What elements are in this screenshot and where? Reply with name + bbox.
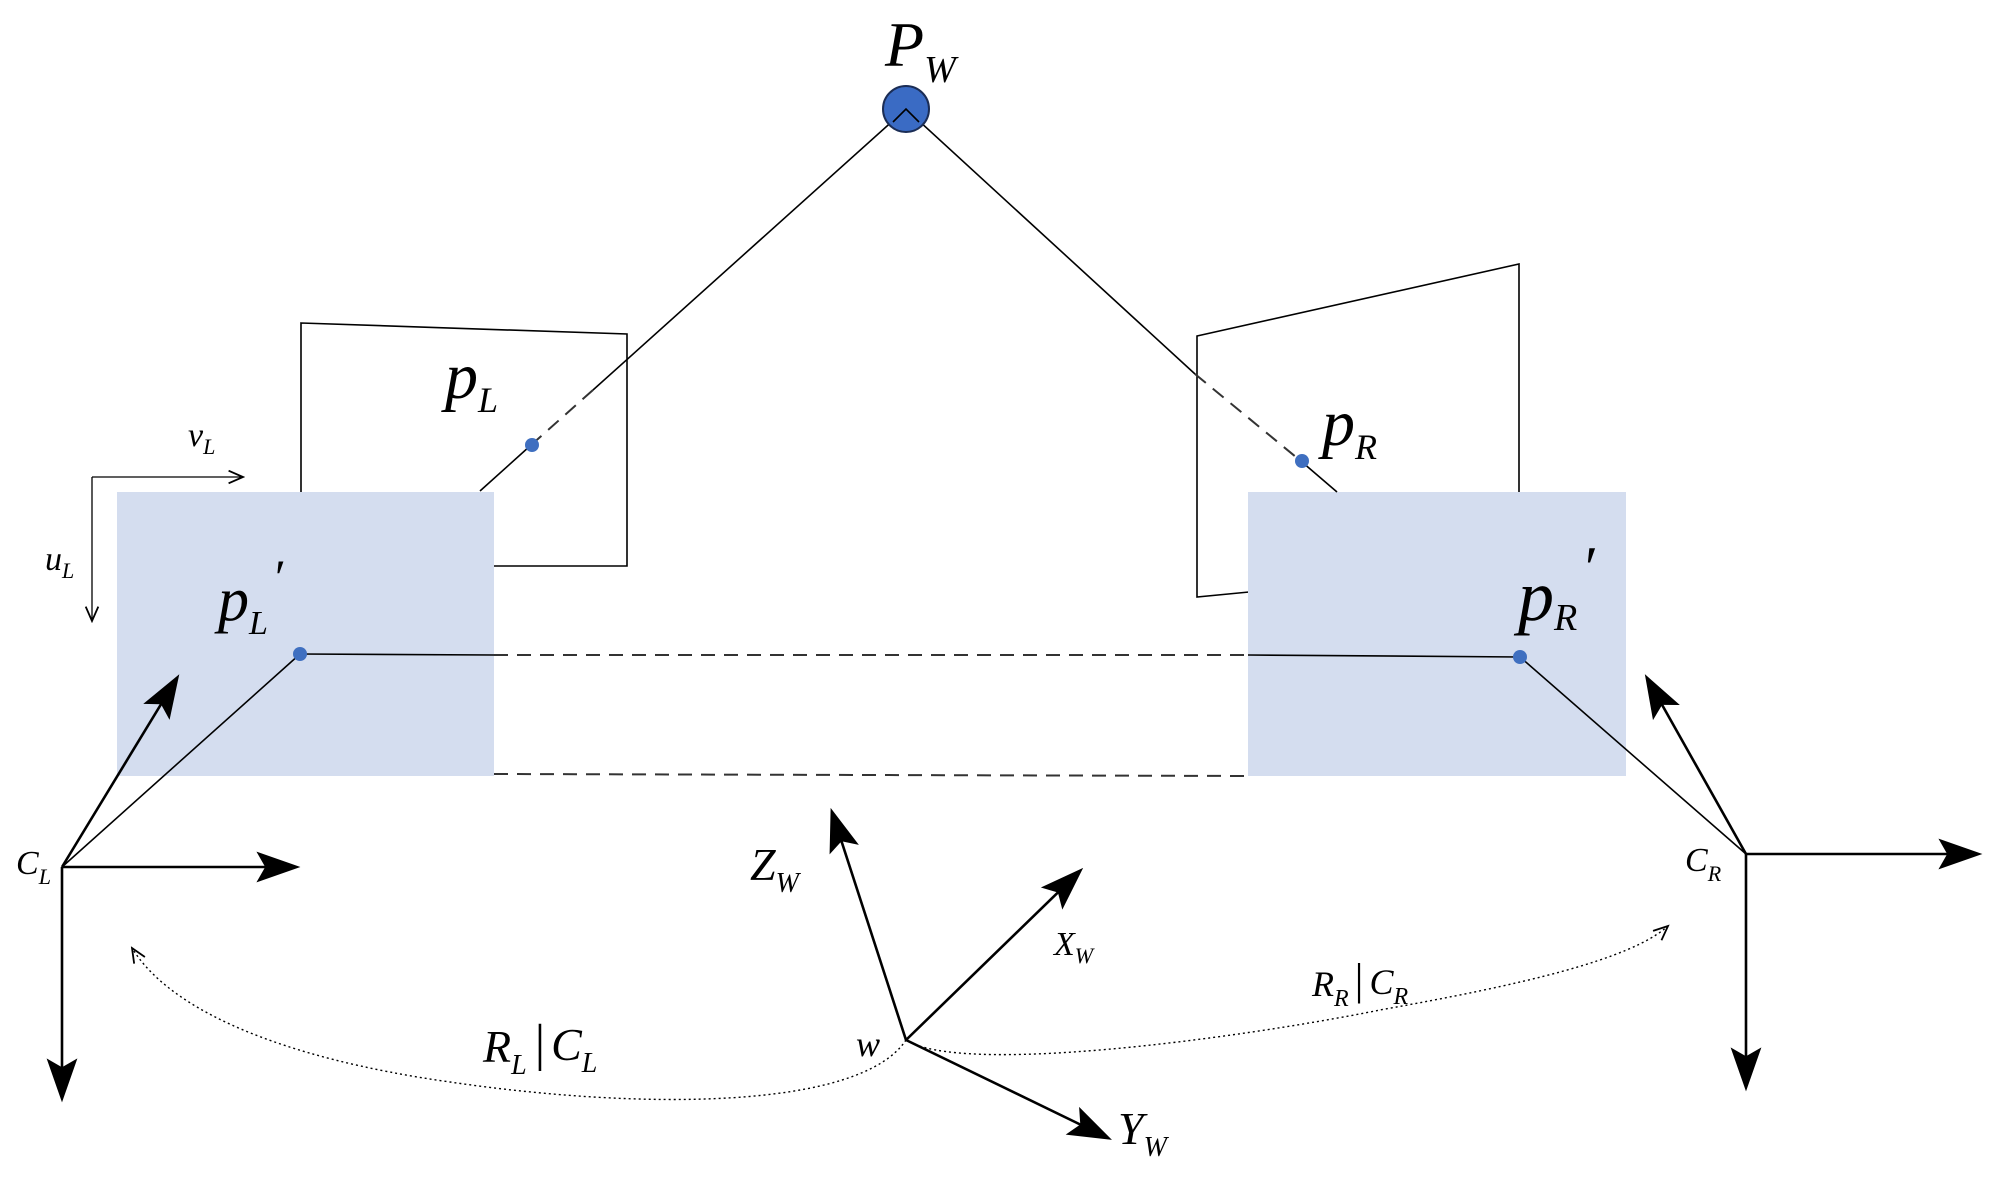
right-image-point: [1295, 454, 1309, 468]
world-y-axis: [905, 1038, 1112, 1140]
left-image-plane: [300, 322, 628, 567]
epipolar-line-left: [299, 653, 495, 656]
epipolar-line-right: [1247, 654, 1521, 658]
right-transform-label: RR|CR: [1311, 955, 1409, 1012]
right-ray-solid: [905, 108, 1196, 375]
left-transform-label: RL|CL: [482, 1015, 597, 1081]
world-x-axis-label: XW: [1052, 926, 1095, 968]
left-camera-label: CL: [16, 845, 51, 889]
right-rect-point: [1513, 650, 1527, 664]
left-ray-solid: [592, 108, 907, 391]
bottom-edge-dashed: [493, 773, 1249, 777]
world-point-apex: [892, 107, 920, 123]
world-z-axis-label: ZW: [750, 839, 802, 899]
right-rect-point-label: pR′: [1513, 535, 1595, 639]
left-rectified-plane: [117, 492, 494, 776]
right-ray-lower: [1301, 461, 1338, 493]
left-rect-point-label: pL′: [214, 549, 284, 642]
world-z-axis: [829, 807, 908, 1041]
left-ray-lower: [479, 445, 531, 492]
right-rectified-plane: [1248, 492, 1626, 776]
right-transform-curve: [905, 926, 1668, 1056]
world-x-axis: [905, 867, 1084, 1041]
left-image-point: [525, 438, 539, 452]
left-ray-dashed: [529, 389, 594, 447]
world-origin-label: w: [856, 1024, 880, 1064]
left-cam-z-axis: [60, 674, 180, 868]
right-point-label: pR: [1318, 387, 1377, 467]
world-point-label: PW: [884, 9, 959, 91]
left-point-label: pL: [441, 340, 498, 420]
right-ray-dashed: [1194, 373, 1303, 463]
right-cam-z-axis: [1644, 674, 1748, 855]
right-camera-label: CR: [1685, 842, 1722, 886]
left-transform-curve: [132, 948, 907, 1101]
v-axis-label: vL: [188, 417, 215, 459]
u-axis-label: uL: [45, 541, 74, 583]
right-center-to-rect-point: [1519, 656, 1747, 855]
left-rect-point: [293, 647, 307, 661]
left-center-to-rect-point: [61, 653, 301, 868]
world-y-axis-label: YW: [1118, 1103, 1170, 1163]
